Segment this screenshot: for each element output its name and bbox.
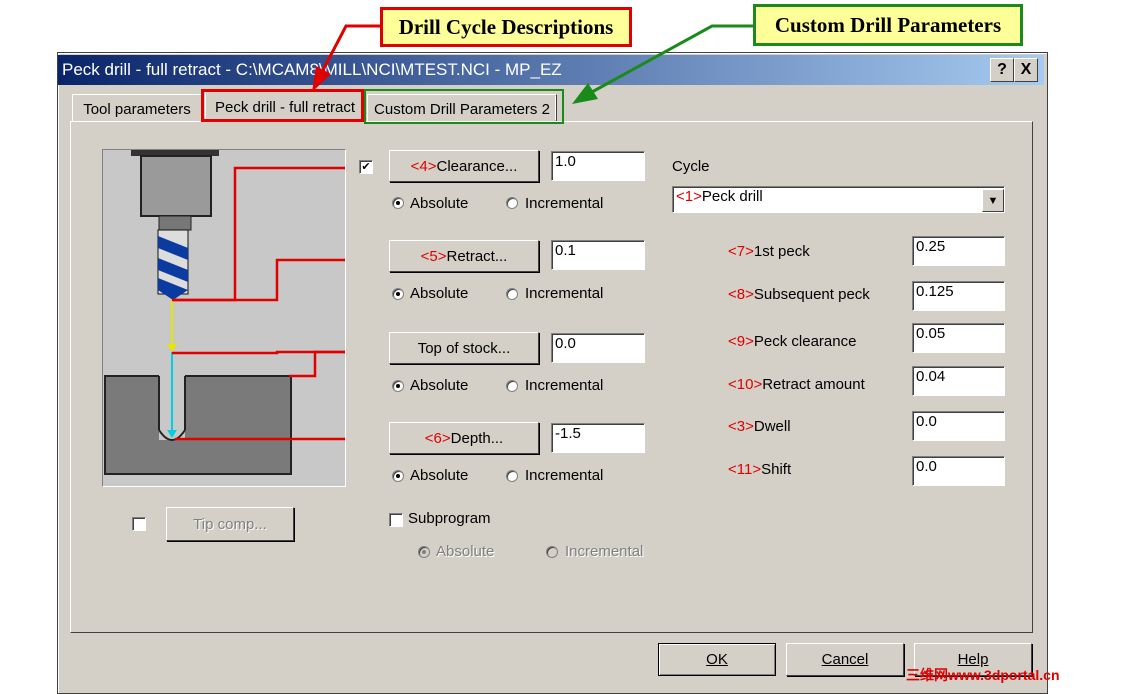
help-button[interactable]: Help	[914, 643, 1032, 676]
depth-button[interactable]: <6>Depth...	[389, 422, 539, 454]
retract-num: <5>	[420, 247, 447, 265]
cycle-selected: Peck drill	[701, 188, 763, 205]
clearance-incremental-radio[interactable]	[506, 197, 518, 209]
top-of-stock-label: Top of stock...	[417, 339, 511, 357]
clearance-num: <4>	[410, 157, 437, 175]
clearance-label: Clearance...	[436, 157, 518, 175]
top-of-stock-button[interactable]: Top of stock...	[389, 332, 539, 364]
close-title-button[interactable]: X	[1014, 58, 1038, 82]
tip-comp-checkbox[interactable]	[132, 517, 146, 531]
retract-absolute-label: Absolute	[410, 285, 469, 302]
subprogram-checkbox[interactable]	[389, 513, 403, 527]
param-field-shift[interactable]: 0.0	[912, 456, 1005, 486]
top-of-stock-incremental-label: Incremental	[525, 377, 604, 394]
retract-button[interactable]: <5>Retract...	[389, 240, 539, 272]
cycle-num: <1>	[676, 188, 702, 205]
window-title: Peck drill - full retract - C:\MCAM8\MIL…	[62, 60, 562, 79]
retract-incremental-label: Incremental	[525, 285, 604, 302]
depth-num: <6>	[424, 429, 451, 447]
subprogram-absolute-radio[interactable]	[418, 546, 430, 558]
callout-highlight-red	[201, 89, 364, 122]
depth-incremental-label: Incremental	[525, 467, 604, 484]
ok-button[interactable]: OK	[658, 643, 776, 676]
retract-absolute-radio[interactable]	[392, 288, 404, 300]
tab-custom-drill-parameters-2[interactable]: Custom Drill Parameters 2	[367, 94, 557, 124]
param-label-shift: <11>Shift	[728, 461, 792, 478]
subprogram-incremental-label: Incremental	[565, 543, 644, 560]
tip-comp-button[interactable]: Tip comp...	[166, 507, 294, 541]
depth-incremental-radio[interactable]	[506, 470, 518, 482]
clearance-absolute-label: Absolute	[410, 195, 469, 212]
depth-label: Depth...	[450, 429, 504, 447]
clearance-absolute-radio[interactable]	[392, 197, 404, 209]
retract-label: Retract...	[446, 247, 508, 265]
clearance-checkbox[interactable]: ✔	[359, 160, 373, 174]
top-of-stock-incremental-radio[interactable]	[506, 380, 518, 392]
watermark: 三维网www.3dportal.cn	[906, 667, 1060, 683]
clearance-field[interactable]: 1.0	[551, 151, 645, 181]
callout-drill-cycle: Drill Cycle Descriptions	[380, 7, 632, 47]
param-label-retract-amount: <10>Retract amount	[728, 376, 865, 393]
drill-illustration	[102, 149, 346, 487]
tab-peck-drill[interactable]: Peck drill - full retract	[205, 90, 365, 124]
param-label-subsequent-peck: <8>Subsequent peck	[728, 286, 870, 303]
clearance-incremental-label: Incremental	[525, 195, 604, 212]
retract-field[interactable]: 0.1	[551, 240, 645, 270]
drill-diagram-svg	[104, 150, 345, 475]
callout-highlight-green	[364, 89, 564, 124]
param-field-peck-clearance[interactable]: 0.05	[912, 323, 1005, 353]
top-of-stock-absolute-radio[interactable]	[392, 380, 404, 392]
param-field-dwell[interactable]: 0.0	[912, 411, 1005, 441]
title-bar[interactable]	[58, 55, 1044, 85]
param-label-dwell: <3>Dwell	[728, 418, 791, 435]
depth-field[interactable]: -1.5	[551, 423, 645, 453]
param-field-1st-peck[interactable]: 0.25	[912, 236, 1005, 266]
top-of-stock-field[interactable]: 0.0	[551, 333, 645, 363]
callout-custom-params: Custom Drill Parameters	[753, 4, 1023, 46]
param-label-1st-peck: <7>1st peck	[728, 243, 810, 260]
subprogram-incremental-radio[interactable]	[546, 546, 558, 558]
param-field-subsequent-peck[interactable]: 0.125	[912, 281, 1005, 311]
param-label-peck-clearance: <9>Peck clearance	[728, 333, 857, 350]
param-field-retract-amount[interactable]: 0.04	[912, 366, 1005, 396]
top-of-stock-absolute-label: Absolute	[410, 377, 469, 394]
cycle-select[interactable]: <1>Peck drill	[672, 186, 1005, 213]
cycle-dropdown-icon[interactable]: ▼	[982, 189, 1004, 212]
cycle-label: Cycle	[672, 158, 710, 175]
subprogram-label: Subprogram	[408, 510, 491, 527]
help-title-button[interactable]: ?	[990, 58, 1014, 82]
clearance-button[interactable]: <4>Clearance...	[389, 150, 539, 182]
retract-incremental-radio[interactable]	[506, 288, 518, 300]
depth-absolute-label: Absolute	[410, 467, 469, 484]
subprogram-absolute-label: Absolute	[436, 543, 495, 560]
depth-absolute-radio[interactable]	[392, 470, 404, 482]
tab-tool-parameters[interactable]: Tool parameters	[72, 94, 202, 124]
cancel-button[interactable]: Cancel	[786, 643, 904, 676]
